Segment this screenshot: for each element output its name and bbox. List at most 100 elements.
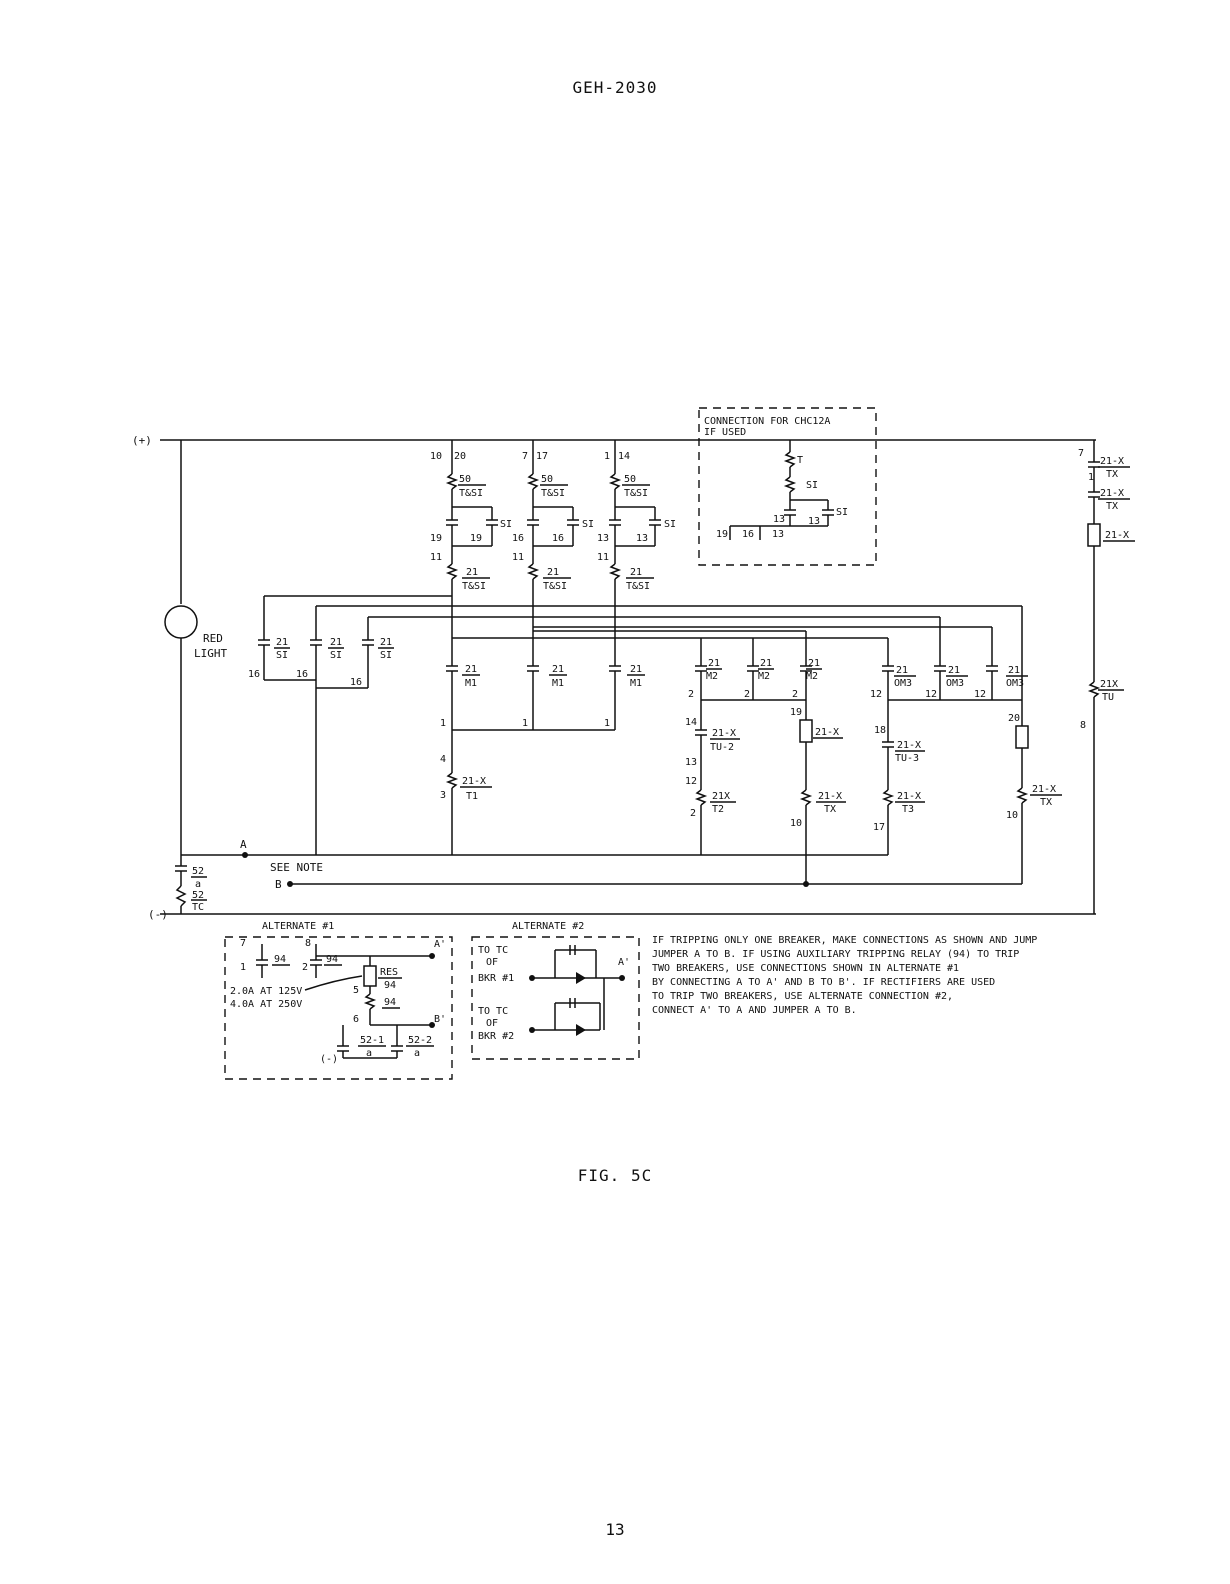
chc12a-wiring	[729, 440, 834, 540]
si3-num: 21	[380, 637, 392, 648]
col2-coil-num: 50	[541, 474, 553, 485]
positive-rail-label: (+)	[132, 434, 152, 447]
alt1-rating2: 4.0A AT 250V	[230, 999, 302, 1010]
om3a-num: 21	[896, 665, 908, 676]
m2c-num: 21	[808, 658, 820, 669]
m2b-pin: 2	[744, 689, 750, 700]
alt2-title: ALTERNATE #2	[512, 921, 584, 932]
tu3-num: 21-X	[897, 740, 921, 751]
col1-bot: 1	[440, 718, 446, 729]
x-coil-branch	[799, 700, 813, 884]
t2-pin-b: 2	[690, 808, 696, 819]
tu3-t3-branch	[881, 700, 895, 855]
alt1-p7: 7	[240, 938, 246, 949]
t2-num: 21X	[712, 791, 730, 802]
alt1-p5: 5	[353, 985, 359, 996]
note-line-3: TWO BREAKERS, USE CONNECTIONS SHOWN IN A…	[652, 963, 959, 974]
col2-mid-r: 16	[552, 533, 564, 544]
chc12a-n13b: 13	[808, 516, 820, 527]
chc12a-n13a: 13	[773, 514, 785, 525]
col3-coil-den: T&SI	[624, 488, 648, 499]
far-right-pin8: 8	[1080, 720, 1086, 731]
alt1-a-prime: A'	[434, 939, 446, 950]
node-a-label: A	[240, 838, 247, 851]
t2-pin-a: 12	[685, 776, 697, 787]
note-line-6: CONNECT A' TO A AND JUMPER A TO B.	[652, 1005, 857, 1016]
col3-mid-r: 13	[636, 533, 648, 544]
col3-in2: 11	[597, 552, 609, 563]
alt1-p2: 2	[302, 962, 308, 973]
col3-top-a: 1	[604, 451, 610, 462]
column-2	[526, 440, 579, 730]
chc12a-t: T	[797, 455, 803, 466]
alt2-a-prime: A'	[618, 957, 630, 968]
alt1-p8: 8	[305, 938, 311, 949]
far-right-column	[1087, 440, 1101, 914]
far-right-c1-den: TX	[1106, 469, 1118, 480]
col3-si: SI	[664, 519, 676, 530]
alt1-bk1-den: a	[366, 1048, 372, 1059]
alt2-box	[471, 936, 640, 1060]
tx-right-den: TX	[1040, 797, 1052, 808]
breaker-aux-num: 52	[192, 866, 204, 877]
col3-ts-den: T&SI	[626, 581, 650, 592]
om3c-den: OM3	[1006, 678, 1024, 689]
diode-1-icon	[576, 972, 586, 984]
t3-pin: 17	[873, 822, 885, 833]
red-light-label-2: LIGHT	[194, 647, 227, 660]
far-right-tu-num: 21X	[1100, 679, 1118, 690]
col2-ts-num: 21	[547, 567, 559, 578]
t3-den: T3	[902, 804, 914, 815]
col2-m-den: M1	[552, 678, 564, 689]
alt1-c94a: 94	[274, 954, 286, 965]
m2c-pin: 2	[792, 689, 798, 700]
col2-bot: 1	[522, 718, 528, 729]
note-line-4: BY CONNECTING A TO A' AND B TO B'. IF RE…	[652, 977, 995, 988]
om3c-pin: 12	[974, 689, 986, 700]
col3-mid-l: 13	[597, 533, 609, 544]
tu2-pin-a: 14	[685, 717, 697, 728]
si-contacts-wiring	[258, 595, 615, 855]
column-1	[445, 440, 498, 855]
col1-mid-r: 19	[470, 533, 482, 544]
trip-coil-den: TC	[192, 902, 204, 913]
col3-top-b: 14	[618, 451, 630, 462]
col1-top-a: 10	[430, 451, 442, 462]
alt2-bkr1: BKR #1	[478, 973, 514, 984]
trip-coil-num: 52	[192, 890, 204, 901]
col1-mid-l: 19	[430, 533, 442, 544]
m2a-pin: 2	[688, 689, 694, 700]
col2-in2: 11	[512, 552, 524, 563]
col1-top-b: 20	[454, 451, 466, 462]
node-b-label: B	[275, 878, 282, 891]
om3c-num: 21	[1008, 665, 1020, 676]
col2-m-num: 21	[552, 664, 564, 675]
alt1-p6: 6	[353, 1014, 359, 1025]
tu2-pin-b: 13	[685, 757, 697, 768]
alt1-b-prime: B'	[434, 1014, 446, 1025]
x-coil-pin: 19	[790, 707, 802, 718]
chc12a-n19: 19	[716, 529, 728, 540]
col2-ts-den: T&SI	[543, 581, 567, 592]
om3b-den: OM3	[946, 678, 964, 689]
page-number: 13	[605, 1520, 625, 1539]
col1-m-den: M1	[465, 678, 477, 689]
chc12a-title-2: IF USED	[704, 427, 746, 438]
far-right-pin7: 7	[1078, 448, 1084, 459]
chc12a-n16: 16	[742, 529, 754, 540]
col2-si: SI	[582, 519, 594, 530]
tu2-num: 21-X	[712, 728, 736, 739]
see-note-label: SEE NOTE	[270, 861, 323, 874]
m2b-num: 21	[760, 658, 772, 669]
t2-den: T2	[712, 804, 724, 815]
red-light-lamp-icon	[164, 605, 198, 639]
col1-coil-num: 50	[459, 474, 471, 485]
col2-mid-l: 16	[512, 533, 524, 544]
alt1-bk2-den: a	[414, 1048, 420, 1059]
si2-den: SI	[330, 650, 342, 661]
tu3-pin: 18	[874, 725, 886, 736]
alt2-to-tc-1: TO TC	[478, 945, 508, 956]
si3-pin: 16	[350, 677, 362, 688]
